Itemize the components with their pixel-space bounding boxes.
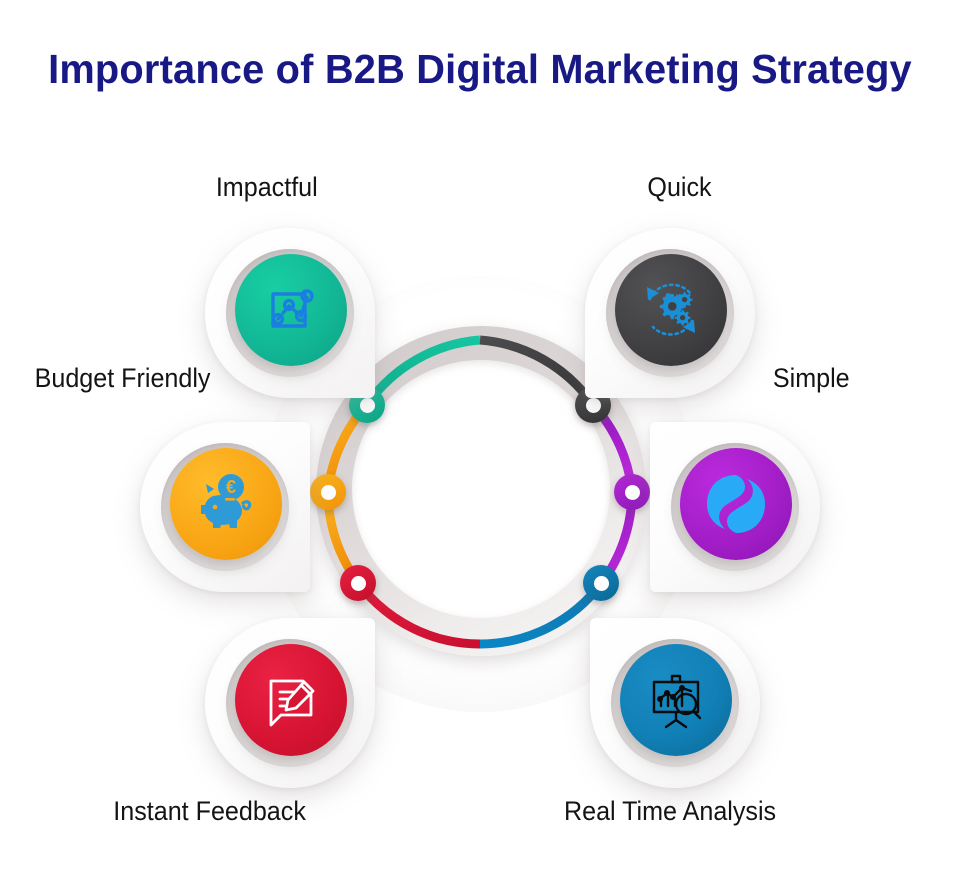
label-real-time-analysis: Real Time Analysis — [563, 796, 777, 826]
realtime-disc[interactable] — [620, 644, 732, 756]
chart-board-magnifier-icon — [652, 674, 702, 729]
piggy-bank-euro-icon: € — [201, 474, 252, 528]
segment-dark — [479, 335, 597, 408]
inner-donut-hub — [352, 360, 610, 618]
spoke-quick[interactable] — [585, 228, 755, 398]
yin-yang-s-icon — [707, 475, 765, 533]
segment-teal — [363, 335, 481, 408]
segment-blue — [479, 580, 606, 649]
svg-text:€: € — [226, 477, 236, 497]
label-instant-feedback: Instant Feedback — [113, 796, 306, 826]
node-real-time-analysis[interactable] — [583, 565, 619, 601]
segment-red — [354, 580, 481, 649]
node-instant-feedback[interactable] — [340, 565, 376, 601]
label-simple: Simple — [772, 363, 850, 393]
node-simple[interactable] — [614, 474, 650, 510]
spoke-instant-feedback[interactable] — [205, 618, 375, 788]
page-title: Importance of B2B Digital Marketing Stra… — [48, 46, 912, 92]
label-budget-friendly: Budget Friendly — [34, 363, 211, 393]
impactful-disc[interactable] — [235, 254, 347, 366]
spoke-impactful[interactable] — [205, 228, 375, 398]
label-impactful: Impactful — [215, 172, 318, 202]
label-quick: Quick — [647, 172, 712, 202]
spoke-simple[interactable] — [650, 422, 820, 592]
speech-bubble-pencil-icon — [269, 679, 315, 727]
simple-disc[interactable] — [680, 448, 792, 560]
gears-refresh-icon — [647, 283, 695, 336]
budget-disc[interactable]: € — [170, 448, 282, 560]
spoke-budget-friendly[interactable]: € — [140, 422, 310, 592]
spoke-real-time-analysis[interactable] — [590, 618, 760, 788]
node-budget-friendly[interactable] — [310, 474, 346, 510]
strategy-network-icon — [271, 289, 314, 328]
quick-disc[interactable] — [615, 254, 727, 366]
feedback-disc[interactable] — [235, 644, 347, 756]
